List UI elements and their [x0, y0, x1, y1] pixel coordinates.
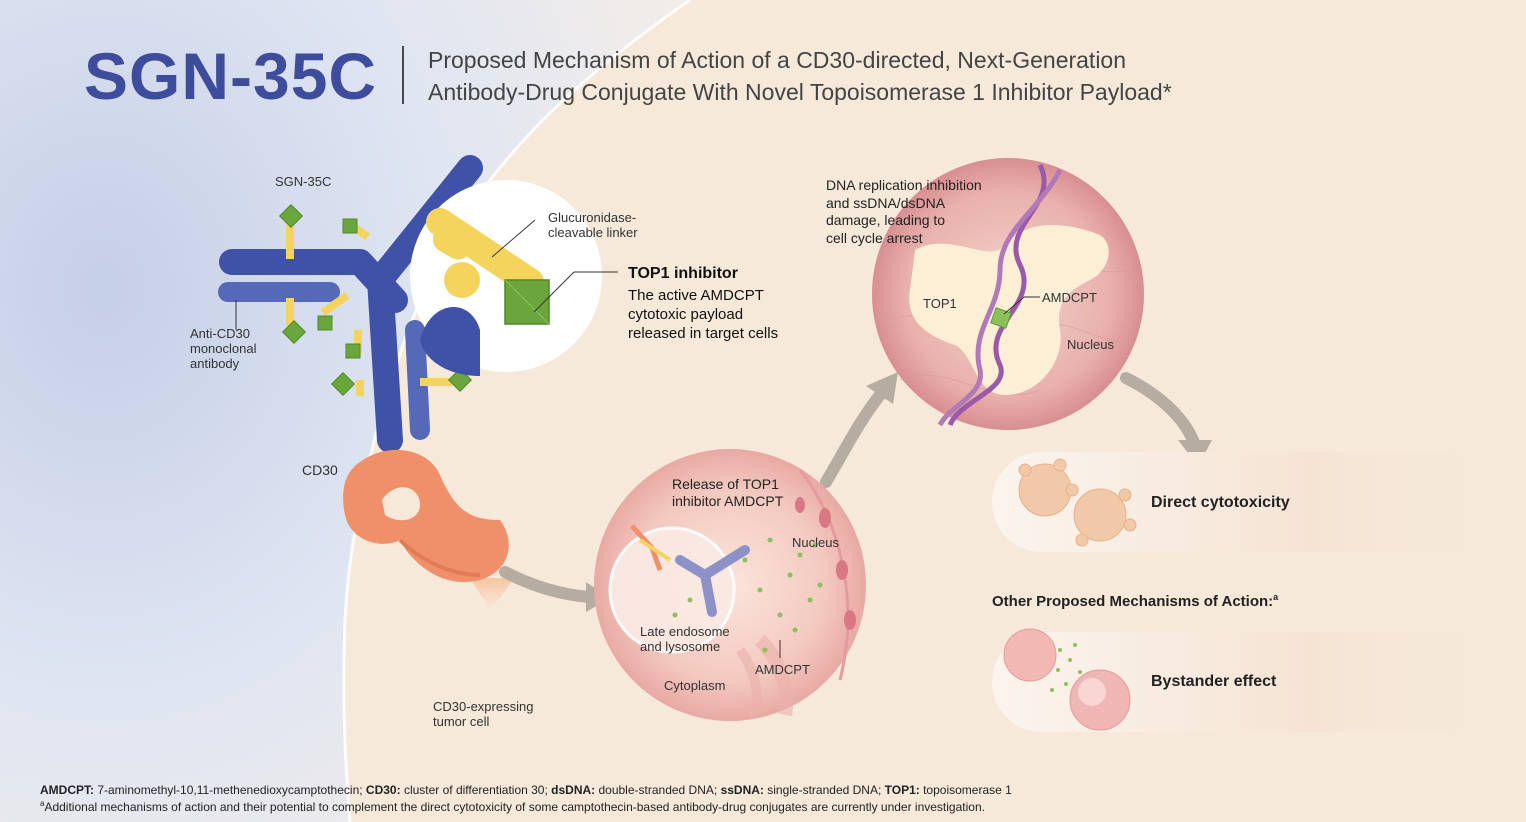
bystander-effect-label: Bystander effect [1151, 673, 1277, 690]
top1-callout-line-3: released in target cells [628, 325, 779, 342]
endosome-label: Late endosome and lysosome [640, 624, 730, 654]
release-panel-circle [594, 449, 866, 721]
linker-label: Glucuronidase- cleavable linker [548, 210, 638, 240]
subtitle-line-2: Antibody-Drug Conjugate With Novel Topoi… [428, 79, 1172, 105]
mechanism-footnote-marker: a [40, 799, 45, 808]
abbr-term-ssdna: ssDNA: [720, 783, 764, 797]
abbr-def-ssdna: single-stranded DNA; [763, 783, 885, 797]
tumor-cell-label-line-2: tumor cell [433, 714, 490, 729]
arrow-to-dna [820, 389, 886, 488]
top1-leader-line [533, 271, 575, 313]
cytoplasm-label: Cytoplasm [664, 678, 726, 693]
top1-callout-line-1: The active AMDCPT [628, 287, 764, 304]
endosome-label-line-1: Late endosome [640, 624, 730, 639]
abbr-term-top1: TOP1: [884, 783, 920, 797]
abbreviations-footnote: AMDCPT: 7-aminomethyl-10,11-methenedioxy… [40, 783, 1012, 797]
linker-label-line-1: Glucuronidase- [548, 210, 637, 225]
direct-cytotoxicity-label: Direct cytotoxicity [1151, 494, 1290, 511]
arrow-to-dna-head [866, 372, 898, 404]
tumor-cell-label-line-1: CD30-expressing [433, 699, 534, 714]
dna-heading: DNA replication inhibition and ssDNA/dsD… [826, 177, 982, 247]
subtitle-line-1: Proposed Mechanism of Action of a CD30-d… [428, 47, 1127, 73]
abbr-term-dsdna: dsDNA: [551, 783, 596, 797]
dna-panel-circle [872, 158, 1144, 430]
payload-diamonds [278, 203, 473, 397]
title: SGN-35C [84, 39, 378, 113]
arrow-to-release [499, 566, 596, 603]
anti-cd30-label-line-3: antibody [190, 356, 240, 371]
antibody-illustration [218, 155, 483, 453]
arrow-to-cytotoxicity [1120, 372, 1201, 451]
antibody-stem-right [405, 320, 430, 440]
dna-top1-label: TOP1 [923, 296, 957, 311]
top1-callout-heading: TOP1 inhibitor [628, 265, 738, 282]
dna-amdcpt-label: AMDCPT [1042, 290, 1097, 305]
release-heading: Release of TOP1 inhibitor AMDCPT [672, 476, 783, 510]
other-mechanisms-heading: Other Proposed Mechanisms of Action:a [992, 592, 1278, 610]
cd30-label: CD30 [302, 462, 338, 478]
linker-zoom-circle [410, 180, 602, 376]
linker-label-line-2: cleavable linker [548, 225, 638, 240]
abbr-term-amdcpt: AMDCPT: [40, 783, 94, 797]
endosome-label-line-2: and lysosome [640, 639, 721, 654]
dna-nucleus-label: Nucleus [1067, 337, 1114, 352]
abbr-def-cd30: cluster of differentiation 30; [400, 783, 552, 797]
sgn35c-label: SGN-35C [275, 174, 332, 189]
tumor-cell-label: CD30-expressing tumor cell [433, 699, 533, 729]
release-heading-line-2: inhibitor AMDCPT [672, 493, 784, 509]
release-nucleus-label: Nucleus [792, 535, 839, 550]
abbr-def-amdcpt: 7-aminomethyl-10,11-methenedioxycamptoth… [94, 783, 366, 797]
background-blue-region [0, 0, 690, 822]
top1-callout: TOP1 inhibitor The active AMDCPT cytotox… [628, 265, 778, 343]
other-mechanisms-heading-text: Other Proposed Mechanisms of Action: [992, 593, 1274, 610]
anti-cd30-label: Anti-CD30 monoclonal antibody [190, 326, 257, 371]
dna-heading-line-3: damage, leading to [826, 212, 946, 228]
top1-callout-line-2: cytotoxic payload [628, 306, 744, 323]
linker-leader-line [491, 219, 536, 258]
mechanism-footnote: aAdditional mechanisms of action and the… [40, 799, 985, 814]
direct-cytotoxicity-pill [992, 452, 1526, 552]
mechanism-footnote-text: Additional mechanisms of action and thei… [44, 800, 985, 814]
cd30-receptor [343, 449, 515, 610]
anti-cd30-label-line-2: monoclonal [190, 341, 257, 356]
dna-heading-line-4: cell cycle arrest [826, 229, 923, 246]
subtitle: Proposed Mechanism of Action of a CD30-d… [428, 44, 1288, 108]
title-divider [402, 46, 404, 104]
abbr-def-dsdna: double-stranded DNA; [595, 783, 721, 797]
dna-heading-line-1: DNA replication inhibition [826, 177, 982, 193]
other-mechanisms-footnote-marker: a [1273, 592, 1279, 602]
bystander-effect-pill [992, 628, 1526, 732]
antibody-heavy-chain-right [367, 155, 483, 453]
abbr-def-top1: topoisomerase 1 [919, 783, 1012, 797]
abbr-term-cd30: CD30: [365, 783, 401, 797]
release-amdcpt-label: AMDCPT [755, 662, 810, 677]
anti-cd30-label-line-1: Anti-CD30 [190, 326, 250, 341]
release-heading-line-1: Release of TOP1 [672, 476, 779, 492]
dna-heading-line-2: and ssDNA/dsDNA [826, 194, 946, 211]
